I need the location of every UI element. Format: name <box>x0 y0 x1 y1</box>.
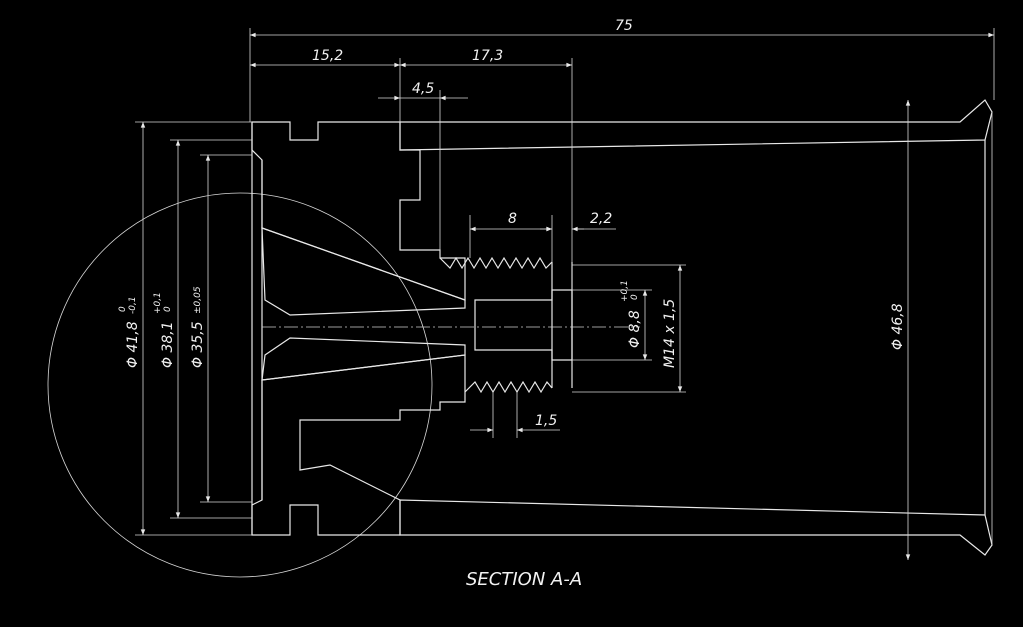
section-title: SECTION A-A <box>466 569 582 590</box>
dimension-lines <box>135 28 995 560</box>
dim-flange-dia: Φ 41,8 <box>125 321 141 368</box>
dim-mid-tol-upper: +0,1 <box>153 292 163 314</box>
dim-inner-group: Φ 35,5 ±0,05 <box>190 286 206 368</box>
dim-thread-depth: 8 <box>508 211 517 227</box>
dim-mid-group: Φ 38,1 +0,1 0 <box>153 292 176 368</box>
part-section <box>251 99 993 556</box>
dim-overall-length: 75 <box>615 18 633 34</box>
dim-inner-dia: Φ 35,5 <box>190 321 206 368</box>
dim-flange-group: Φ 41,8 0 -0,1 <box>118 296 141 368</box>
dim-bore-tol-lower: 0 <box>630 294 640 300</box>
detail-circle <box>47 192 433 578</box>
dim-bore-dia: Φ 8,8 <box>627 310 643 348</box>
dim-bore-group: Φ 8,8 +0,1 0 <box>620 280 643 348</box>
dim-length-b: 17,3 <box>472 48 503 64</box>
dim-length-a: 15,2 <box>312 48 343 64</box>
dim-outer-end-dia: Φ 46,8 <box>890 303 906 350</box>
dim-length-c: 4,5 <box>412 81 434 97</box>
dim-relief: 2,2 <box>590 211 612 227</box>
dim-flange-tol-upper: 0 <box>118 306 128 312</box>
dim-bore-tol-upper: +0,1 <box>620 280 630 302</box>
dim-mid-dia: Φ 38,1 <box>160 321 176 368</box>
dim-pitch: 1,5 <box>535 413 557 429</box>
dim-thread-spec: M14 x 1,5 <box>662 299 678 368</box>
dim-inner-tol: ±0,05 <box>193 286 203 314</box>
dim-flange-tol-lower: -0,1 <box>128 296 138 314</box>
dim-mid-tol-lower: 0 <box>163 306 173 312</box>
